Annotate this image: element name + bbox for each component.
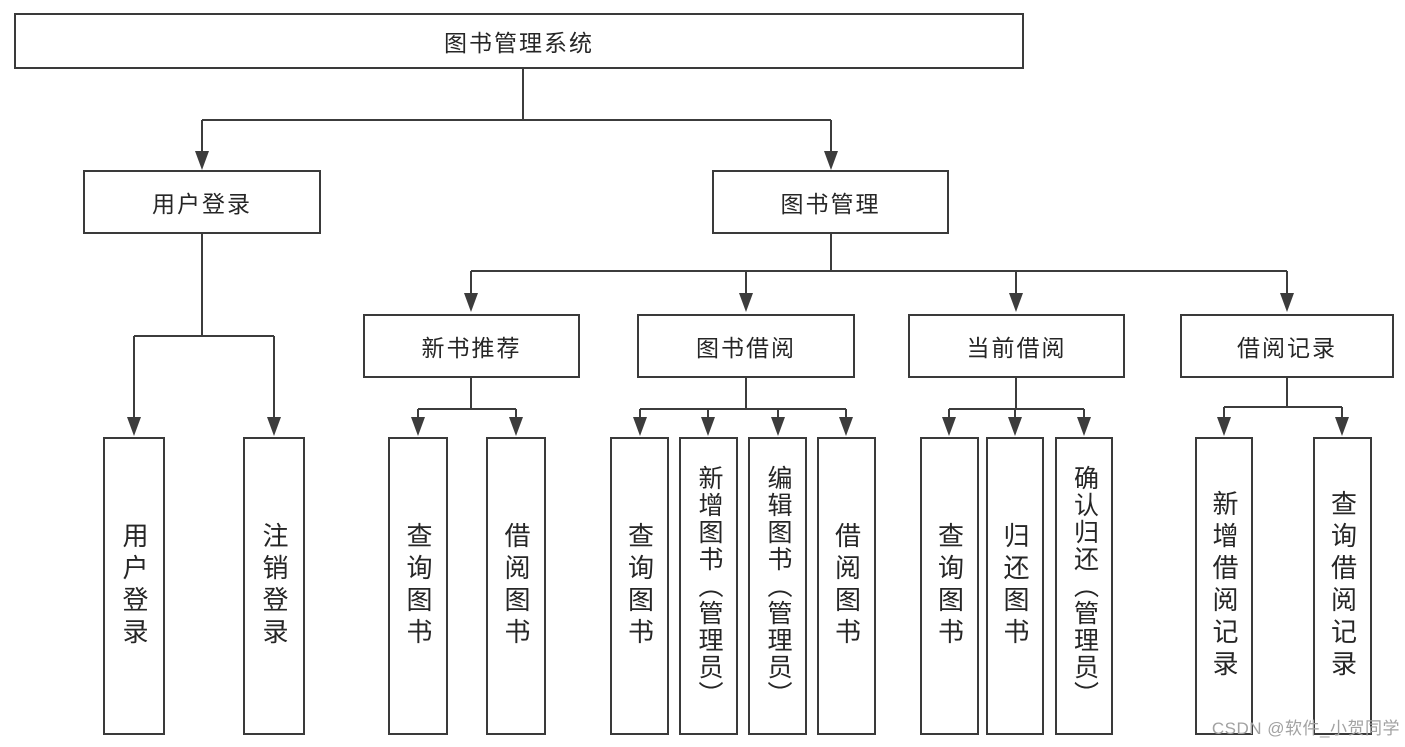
connector-lines [133, 68, 1343, 419]
node-book-management: 图书管理 [712, 170, 949, 234]
leaf-return-books: 归还图书 [986, 437, 1044, 735]
leaf-query-books-recommend: 查询图书 [388, 437, 448, 735]
node-current-borrow: 当前借阅 [908, 314, 1125, 378]
leaf-query-books-current: 查询图书 [920, 437, 979, 735]
leaf-user-login: 用户登录 [103, 437, 165, 735]
leaf-query-books-borrow: 查询图书 [610, 437, 669, 735]
node-borrow-record: 借阅记录 [1180, 314, 1394, 378]
leaf-confirm-return-admin: 确认归还（管理员） [1055, 437, 1113, 735]
node-new-book-recommend: 新书推荐 [363, 314, 580, 378]
node-user-login: 用户登录 [83, 170, 321, 234]
node-root-system: 图书管理系统 [14, 13, 1024, 69]
node-book-borrow: 图书借阅 [637, 314, 855, 378]
csdn-watermark: CSDN @软件_小贺同学 [1211, 719, 1400, 738]
leaf-borrow-books-recommend: 借阅图书 [486, 437, 546, 735]
leaf-query-borrow-record: 查询借阅记录 [1313, 437, 1372, 735]
leaf-add-borrow-record: 新增借阅记录 [1195, 437, 1253, 735]
leaf-borrow-books: 借阅图书 [817, 437, 876, 735]
leaf-logout: 注销登录 [243, 437, 305, 735]
leaf-edit-books-admin: 编辑图书（管理员） [748, 437, 807, 735]
leaf-add-books-admin: 新增图书（管理员） [679, 437, 738, 735]
